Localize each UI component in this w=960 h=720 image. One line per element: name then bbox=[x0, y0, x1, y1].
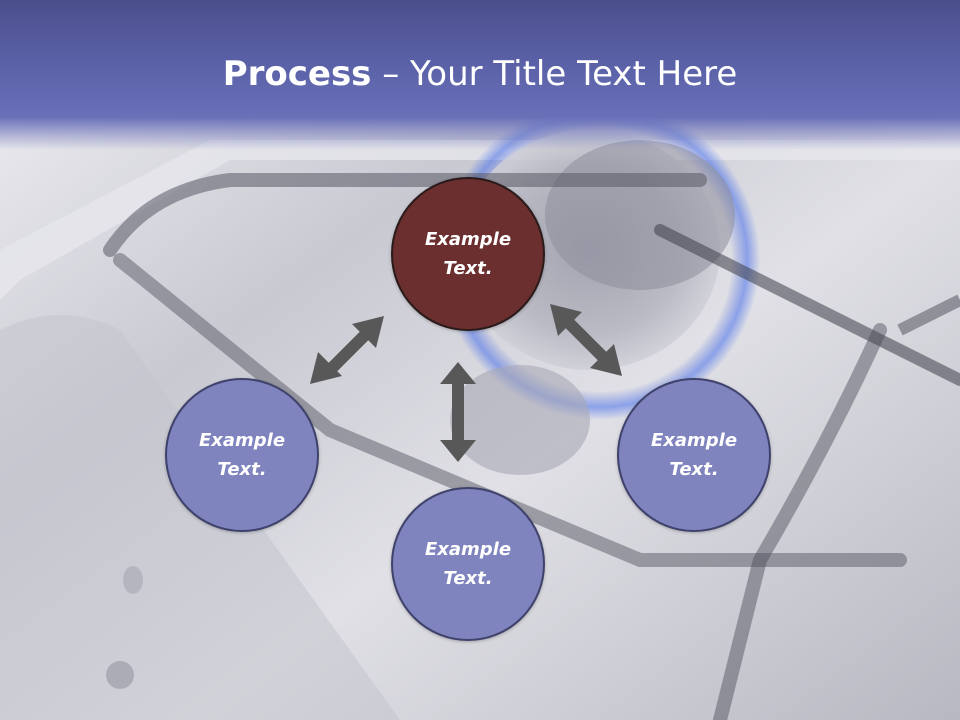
title-rest-part: – Your Title Text Here bbox=[371, 54, 738, 94]
left-node: Example Text. bbox=[165, 378, 319, 532]
title-bold-part: Process bbox=[222, 54, 372, 94]
title-band bbox=[0, 0, 960, 150]
slide-title: Process – Your Title Text Here bbox=[0, 52, 960, 96]
arrow-center-bottom bbox=[440, 362, 476, 462]
right-node: Example Text. bbox=[617, 378, 771, 532]
left-node-line1: Example bbox=[198, 430, 286, 451]
arrow-center-right bbox=[550, 304, 622, 376]
bottom-node: Example Text. bbox=[391, 487, 545, 641]
bottom-node-line1: Example bbox=[424, 539, 512, 560]
arrow-center-left bbox=[310, 316, 384, 384]
right-node-line1: Example bbox=[650, 430, 738, 451]
center-node: Example Text. bbox=[391, 177, 545, 331]
right-node-line2: Text. bbox=[669, 459, 719, 480]
left-node-line2: Text. bbox=[217, 459, 267, 480]
center-node-line2: Text. bbox=[443, 258, 493, 279]
bottom-node-line2: Text. bbox=[443, 568, 493, 589]
center-node-line1: Example bbox=[424, 229, 512, 250]
